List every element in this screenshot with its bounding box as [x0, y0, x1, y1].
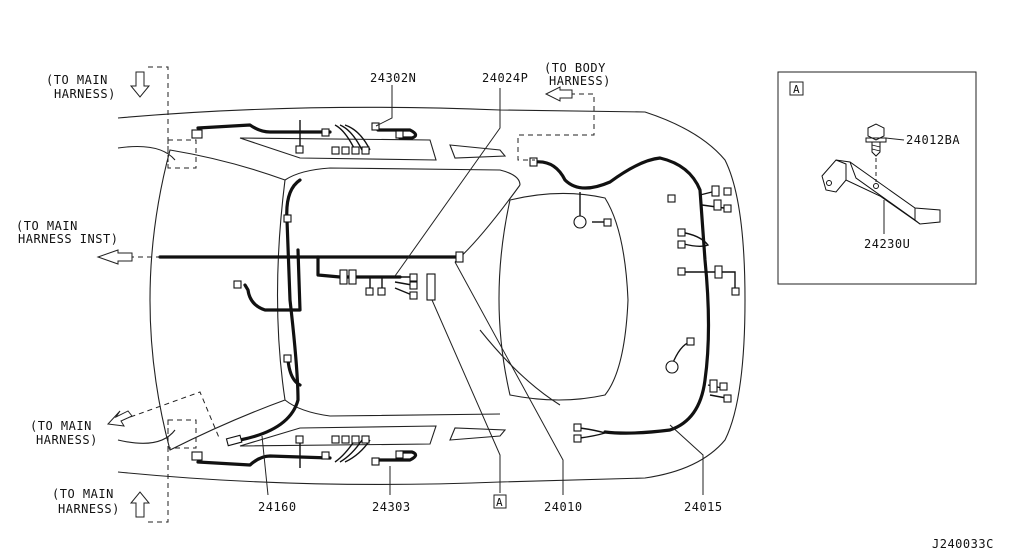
- callout-a-letter: A: [496, 496, 503, 509]
- harness-connectors: [191, 122, 740, 466]
- arrow-bottom-left-to-main-harness: [106, 410, 133, 427]
- inset-frame: [777, 71, 977, 285]
- vehicle-body-outline: [117, 106, 746, 486]
- part-24303: 24303: [372, 500, 411, 514]
- part-24012BA: 24012BA: [906, 133, 960, 147]
- label-to-main-harness-top-line2: HARNESS): [54, 87, 116, 101]
- label-to-main-harness-bottom-line1: (TO MAIN: [52, 487, 114, 501]
- label-to-main-harness-bottom-line2: HARNESS): [58, 502, 120, 516]
- inset-letter: A: [793, 83, 800, 96]
- part-24010: 24010: [544, 500, 583, 514]
- label-to-main-harness-mid-line1: (TO MAIN: [30, 419, 92, 433]
- drawing-code: J240033C: [932, 537, 994, 551]
- label-to-main-harness-inst-line1: (TO MAIN: [16, 219, 78, 233]
- part-24230U: 24230U: [864, 237, 910, 251]
- label-to-main-harness-mid-line2: HARNESS): [36, 433, 98, 447]
- arrow-up-to-main-harness-top: [129, 71, 151, 98]
- part-24160: 24160: [258, 500, 297, 514]
- bolt-icon: [865, 123, 887, 157]
- label-to-main-harness-top-line1: (TO MAIN: [46, 73, 108, 87]
- bracket-icon: [821, 159, 941, 225]
- label-to-main-harness-inst-line2: HARNESS INST): [18, 232, 118, 246]
- arrow-left-to-main-harness-inst: [96, 249, 133, 265]
- part-24302N: 24302N: [370, 71, 416, 85]
- label-to-body-harness-line1: (TO BODY: [544, 61, 606, 75]
- external-harness-links: [120, 66, 595, 523]
- callout-a-box: [493, 494, 507, 509]
- leader-lines: [261, 85, 704, 496]
- part-24024P: 24024P: [482, 71, 528, 85]
- arrow-up-to-main-harness-bottom: [129, 491, 151, 518]
- label-to-body-harness-line2: HARNESS): [549, 74, 611, 88]
- inset-detail-a: A 24012BA 24230U: [777, 71, 977, 285]
- arrow-left-to-body-harness: [544, 86, 573, 102]
- harness-wiring: [158, 120, 736, 468]
- direction-arrows: [96, 71, 573, 518]
- part-24015: 24015: [684, 500, 723, 514]
- inset-letter-box: [789, 81, 804, 96]
